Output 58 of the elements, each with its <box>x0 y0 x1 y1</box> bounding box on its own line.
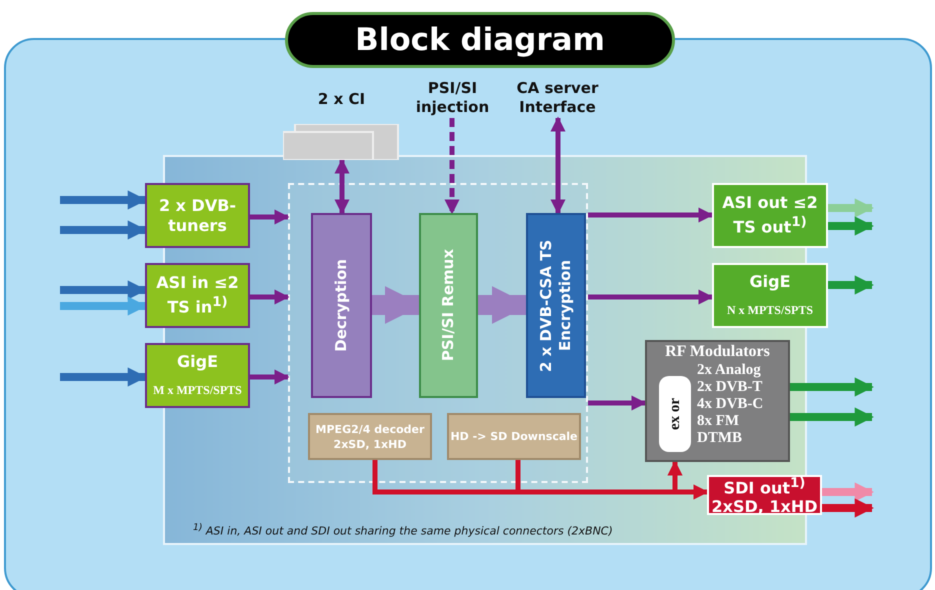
arrow <box>828 198 874 218</box>
box-label: MPEG2/4 decoder 2xSD, 1xHD <box>314 422 426 452</box>
arrow <box>790 377 874 397</box>
box-subtext: M x MPTS/SPTS <box>153 382 242 398</box>
output-box <box>712 183 828 248</box>
arrow <box>60 190 147 210</box>
box-label: SDI out$^{1)}$ 2xSD, 1xHD <box>710 474 819 516</box>
box-label: PSI/SI Remux <box>439 249 458 362</box>
processing-area <box>288 183 588 483</box>
arrow <box>250 370 290 384</box>
arrow <box>60 280 147 300</box>
title: Block diagram <box>285 12 675 68</box>
arrow <box>828 216 874 236</box>
box-subtext: N x MPTS/SPTS <box>726 302 813 318</box>
arrow <box>828 275 874 295</box>
input-box <box>145 263 250 328</box>
arrow <box>444 118 460 214</box>
arrow <box>334 158 350 214</box>
input-box <box>145 183 250 248</box>
process-box <box>311 213 372 398</box>
interface-label: CA server Interface <box>505 78 610 118</box>
arrow <box>60 367 147 387</box>
modulator-box <box>645 340 790 462</box>
mode-label: ex or <box>659 376 691 452</box>
interface-label: PSI/SI injection <box>405 78 500 118</box>
box-label: HD -> SD Downscale <box>450 429 578 444</box>
list-item: DTMB <box>697 430 742 447</box>
module-label: 2 x CI <box>318 90 366 109</box>
arrow <box>60 296 147 316</box>
box-label: ASI out ≤2 TS out$^{1)}$ <box>721 193 819 238</box>
footnote: $^{1)}$ ASI in, ASI out and SDI out sharing the same physical connectors (2xBNC) <box>193 522 613 538</box>
process-box <box>419 213 478 398</box>
arrow <box>790 407 874 427</box>
list-item: 2x Analog <box>697 362 761 379</box>
arrow <box>588 290 714 304</box>
arrow <box>588 396 646 410</box>
list-item: 4x DVB-C <box>697 396 764 413</box>
arrow <box>822 482 874 502</box>
arrow <box>250 290 290 304</box>
box-heading: RF Modulators <box>665 343 770 360</box>
input-box <box>145 343 250 408</box>
list-item: 2x DVB-T <box>697 379 762 396</box>
box-label: 2 x DVB-tuners <box>158 196 238 236</box>
process-box <box>447 413 581 460</box>
box-label: 2 x DVB-CSA TS Encryption <box>537 238 575 374</box>
box-label: ASI in ≤2 TS in$^{1)}$ <box>155 273 240 318</box>
list-item: 8x FM <box>697 413 740 430</box>
box-label: GigE <box>750 272 790 292</box>
arrow <box>550 116 566 214</box>
arrow <box>588 208 714 222</box>
arrow <box>822 498 874 518</box>
output-box <box>712 263 828 328</box>
arrow <box>250 210 290 224</box>
process-box <box>308 413 432 460</box>
box-label: GigE <box>177 352 218 372</box>
box-label: Decryption <box>332 259 351 352</box>
process-box <box>526 213 586 398</box>
arrow <box>60 220 147 240</box>
